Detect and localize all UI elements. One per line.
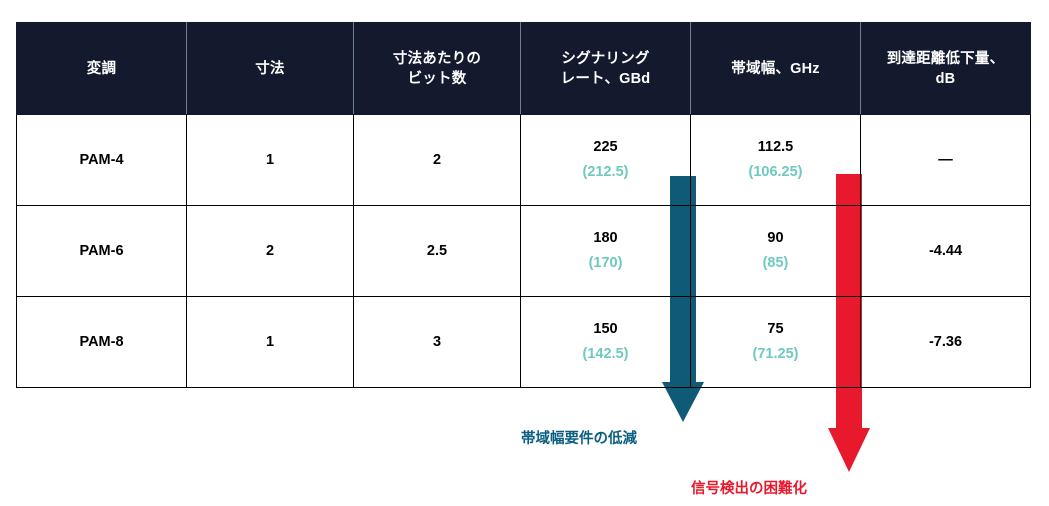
cell-signaling-rate: 150 (142.5) [520, 296, 691, 388]
secondary-value: (212.5) [582, 163, 629, 180]
table-row: PAM-4 1 2 225 (212.5) 112.5 (106.25) — [16, 114, 1031, 206]
cell-bits-per-dimension: 2.5 [353, 205, 521, 297]
column-header-bits-per-dimension: 寸法あたりの ビット数 [353, 22, 521, 115]
secondary-value: (71.25) [752, 345, 799, 362]
cell-bits-per-dimension: 2 [353, 114, 521, 206]
primary-value: 150 [593, 320, 618, 337]
primary-value: 112.5 [757, 138, 794, 155]
cell-modulation: PAM-8 [16, 296, 187, 388]
cell-bandwidth: 90 (85) [690, 205, 861, 297]
column-header-signaling-rate: シグナリング レート、GBd [520, 22, 691, 115]
table-row: PAM-8 1 3 150 (142.5) 75 (71.25) -7.36 [16, 296, 1031, 388]
header-line: 寸法 [255, 60, 285, 77]
header-line: 帯域幅、GHz [731, 60, 820, 77]
primary-value: 225 [593, 138, 618, 155]
cell-dimensions: 1 [186, 114, 354, 206]
cell-dimensions: 1 [186, 296, 354, 388]
header-line: 到達距離低下量、 [886, 50, 1005, 67]
cell-dimensions: 2 [186, 205, 354, 297]
header-line: dB [935, 70, 956, 87]
cell-reach-penalty: — [860, 114, 1031, 206]
column-header-reach-penalty: 到達距離低下量、 dB [860, 22, 1031, 115]
primary-value: 90 [767, 229, 784, 246]
detection-difficulty-caption: 信号検出の困難化 [691, 481, 807, 497]
column-header-bandwidth: 帯域幅、GHz [690, 22, 861, 115]
secondary-value: (85) [762, 254, 789, 271]
column-header-modulation: 変調 [16, 22, 187, 115]
cell-signaling-rate: 225 (212.5) [520, 114, 691, 206]
primary-value: 75 [767, 320, 784, 337]
cell-modulation: PAM-6 [16, 205, 187, 297]
header-line: シグナリング [561, 50, 650, 67]
column-header-dimensions: 寸法 [186, 22, 354, 115]
pam-comparison-table: 変調 寸法 寸法あたりの ビット数 シグナリング レート、GBd 帯域幅、GHz [16, 22, 1031, 388]
cell-bandwidth: 112.5 (106.25) [690, 114, 861, 206]
bandwidth-reduction-caption: 帯域幅要件の低減 [521, 431, 637, 447]
cell-reach-penalty: -7.36 [860, 296, 1031, 388]
secondary-value: (106.25) [748, 163, 803, 180]
cell-signaling-rate: 180 (170) [520, 205, 691, 297]
primary-value: 180 [593, 229, 618, 246]
cell-reach-penalty: -4.44 [860, 205, 1031, 297]
header-line: 寸法あたりの [392, 50, 482, 67]
cell-bandwidth: 75 (71.25) [690, 296, 861, 388]
secondary-value: (142.5) [582, 345, 629, 362]
header-line: レート、GBd [560, 70, 651, 87]
header-line: 変調 [86, 60, 117, 77]
table-header-row: 変調 寸法 寸法あたりの ビット数 シグナリング レート、GBd 帯域幅、GHz [16, 22, 1031, 115]
secondary-value: (170) [588, 254, 623, 271]
table-row: PAM-6 2 2.5 180 (170) 90 (85) -4.44 [16, 205, 1031, 297]
header-line: ビット数 [407, 70, 467, 87]
cell-bits-per-dimension: 3 [353, 296, 521, 388]
cell-modulation: PAM-4 [16, 114, 187, 206]
